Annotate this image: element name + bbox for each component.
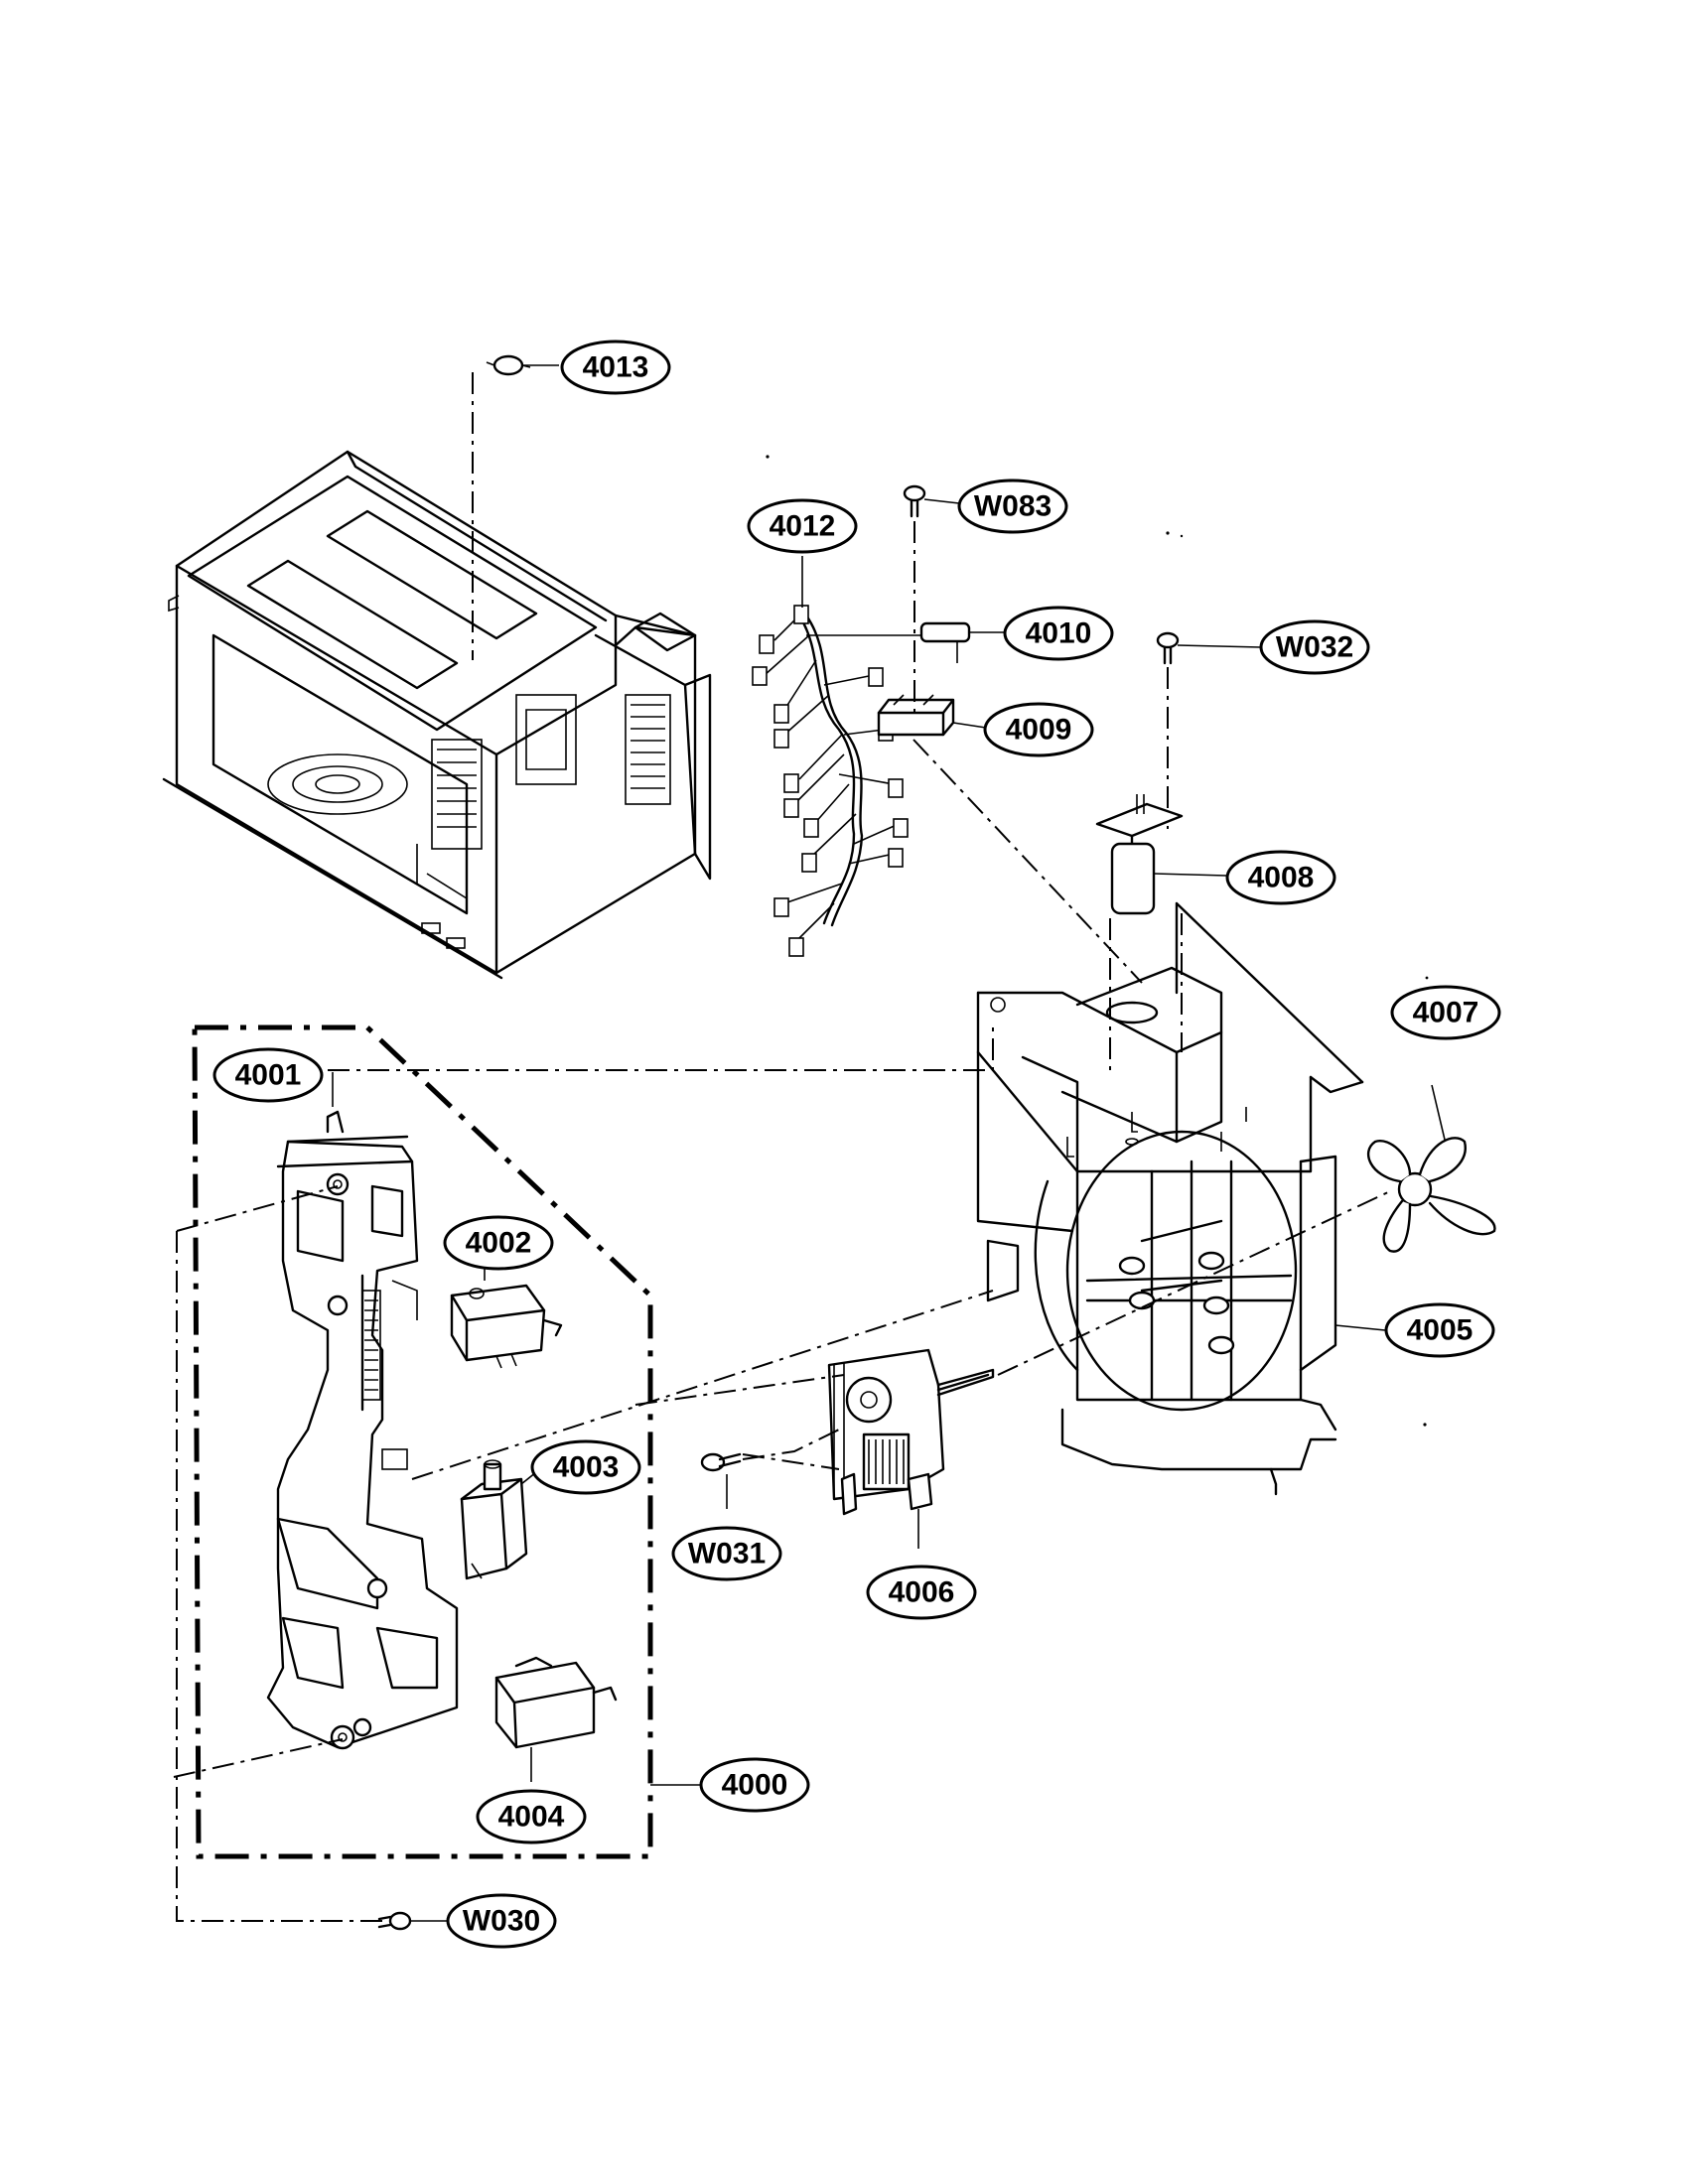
fan-blade-4007-drawing	[1366, 1084, 1496, 1253]
callout-4010-label: 4010	[1026, 617, 1092, 650]
callout-4006: 4006	[866, 1565, 977, 1620]
callout-4013: 4013	[560, 340, 671, 395]
callout-W083-label: W083	[974, 490, 1052, 523]
callout-W031: W031	[671, 1526, 782, 1581]
callout-W030: W030	[446, 1893, 557, 1949]
screw-W031-drawing	[700, 1429, 840, 1509]
callout-4000-label: 4000	[722, 1769, 788, 1802]
screw-W030-drawing	[377, 1911, 447, 1931]
callout-4012: 4012	[747, 498, 858, 554]
callout-W032-label: W032	[1276, 631, 1353, 664]
sensor-4013-drawing	[472, 354, 559, 660]
callout-W031-label: W031	[688, 1538, 766, 1570]
callout-W083: W083	[957, 478, 1068, 534]
callout-4001: 4001	[212, 1047, 324, 1103]
callout-4008: 4008	[1225, 850, 1336, 905]
callout-4007: 4007	[1390, 985, 1501, 1040]
scan-specks	[766, 455, 1429, 1427]
oven-cavity-drawing	[162, 450, 712, 980]
callout-4004-label: 4004	[498, 1801, 565, 1834]
callout-W030-label: W030	[463, 1905, 540, 1938]
callout-4008-label: 4008	[1248, 862, 1315, 894]
air-guide-4005-drawing	[976, 901, 1386, 1496]
callout-4001-label: 4001	[235, 1059, 302, 1092]
callout-4006-label: 4006	[889, 1576, 955, 1609]
callout-4007-label: 4007	[1413, 997, 1479, 1029]
thermostat-4008-drawing	[1095, 631, 1262, 1072]
callout-4012-label: 4012	[770, 510, 836, 543]
latch-assembly-drawing	[173, 1023, 994, 1922]
callout-4002-label: 4002	[466, 1227, 532, 1260]
callout-4013-label: 4013	[583, 351, 649, 384]
fuse-holder-drawing	[877, 484, 1143, 984]
callout-4003: 4003	[530, 1439, 641, 1495]
callout-4002: 4002	[443, 1215, 554, 1271]
fan-motor-4006-drawing	[827, 1190, 1391, 1549]
callout-4004: 4004	[476, 1789, 587, 1844]
callout-4009: 4009	[983, 702, 1094, 757]
callout-4000: 4000	[699, 1757, 810, 1813]
callout-4005-label: 4005	[1407, 1314, 1474, 1347]
callout-4003-label: 4003	[553, 1451, 620, 1484]
callout-W032: W032	[1259, 619, 1370, 675]
wire-harness-4012-drawing	[752, 556, 923, 957]
callout-4009-label: 4009	[1006, 714, 1072, 747]
callout-4005: 4005	[1384, 1302, 1495, 1358]
callout-4010: 4010	[1003, 606, 1114, 661]
